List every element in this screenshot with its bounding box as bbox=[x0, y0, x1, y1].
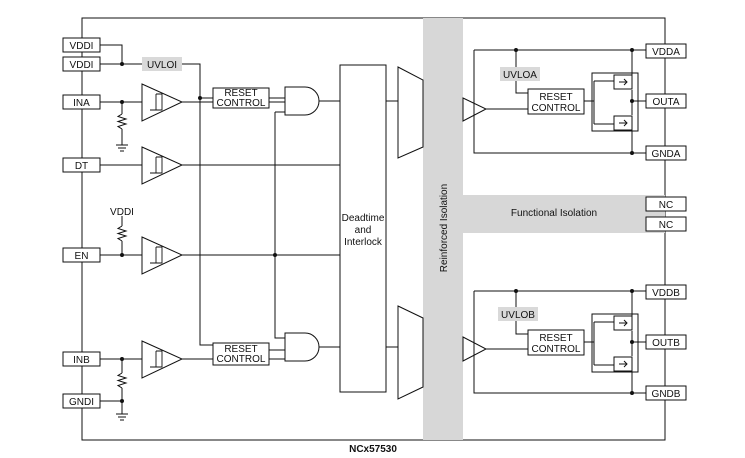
pin-gnda bbox=[645, 145, 687, 161]
pin-vddb-label: VDDB bbox=[652, 288, 680, 299]
transmitters bbox=[386, 66, 424, 400]
uvlob-tag bbox=[498, 307, 538, 321]
reset-control-b bbox=[212, 342, 270, 366]
pin-nc-1 bbox=[645, 196, 687, 212]
reinforced-isolation-barrier bbox=[423, 18, 463, 440]
deadtime-interlock-block bbox=[339, 64, 387, 393]
deadtime-line1: Deadtime bbox=[342, 213, 385, 224]
pin-vddi-2-label: VDDI bbox=[70, 60, 94, 71]
reset-control-b-line1: RESET bbox=[224, 344, 257, 355]
pin-en-label: EN bbox=[75, 251, 89, 262]
pin-vdda bbox=[645, 43, 687, 59]
pin-outb bbox=[645, 334, 687, 350]
uvlob-label: UVLOB bbox=[501, 310, 535, 321]
pin-outa bbox=[645, 93, 687, 109]
reset-control-outb bbox=[527, 329, 585, 356]
reinforced-isolation-label: Reinforced Isolation bbox=[439, 184, 450, 272]
reset-control-a-line1: RESET bbox=[224, 88, 257, 99]
pin-outa-label: OUTA bbox=[652, 97, 679, 108]
vddi-pullup-label: VDDI bbox=[110, 207, 134, 218]
uvloa-tag bbox=[500, 67, 540, 81]
pin-vddb bbox=[645, 284, 687, 300]
pin-gndb bbox=[645, 385, 687, 401]
functional-isolation-band bbox=[463, 195, 665, 233]
reset-control-outa-line1: RESET bbox=[539, 92, 572, 103]
pin-gndi-label: GNDI bbox=[69, 397, 94, 408]
and-gate-b bbox=[284, 332, 320, 362]
part-number: NCx57530 bbox=[349, 444, 397, 455]
pin-vddi-1-label: VDDI bbox=[70, 41, 94, 52]
pin-nc-2-label: NC bbox=[659, 220, 673, 231]
reset-control-outb-line2: CONTROL bbox=[532, 344, 581, 355]
pin-vdda-label: VDDA bbox=[652, 47, 680, 58]
reset-control-a-line2: CONTROL bbox=[217, 98, 266, 109]
pin-nc-1-label: NC bbox=[659, 200, 673, 211]
pin-nc-2 bbox=[645, 216, 687, 232]
output-stage-a bbox=[591, 72, 639, 132]
pin-ina-label: INA bbox=[73, 98, 90, 109]
reset-control-outb-line1: RESET bbox=[539, 333, 572, 344]
channel-a-wiring bbox=[462, 49, 646, 154]
reset-control-outa-line2: CONTROL bbox=[532, 103, 581, 114]
pin-outb-label: OUTB bbox=[652, 338, 680, 349]
uvloi-tag bbox=[142, 57, 182, 71]
reset-control-outa bbox=[527, 88, 585, 115]
pin-inb-label: INB bbox=[73, 355, 90, 366]
pin-dt-label: DT bbox=[75, 161, 88, 172]
deadtime-line2: and bbox=[355, 225, 372, 236]
reset-control-b-line2: CONTROL bbox=[217, 354, 266, 365]
functional-isolation-label: Functional Isolation bbox=[511, 208, 597, 219]
en-channel bbox=[100, 112, 340, 339]
pin-gndb-label: GNDB bbox=[652, 389, 681, 400]
uvloa-label: UVLOA bbox=[503, 70, 537, 81]
dt-channel bbox=[100, 146, 340, 185]
output-stage-b bbox=[591, 313, 639, 373]
uvloi-label: UVLOI bbox=[147, 60, 177, 71]
and-gate-a bbox=[284, 86, 320, 116]
pin-gnda-label: GNDA bbox=[652, 149, 681, 160]
deadtime-line3: Interlock bbox=[344, 237, 383, 248]
